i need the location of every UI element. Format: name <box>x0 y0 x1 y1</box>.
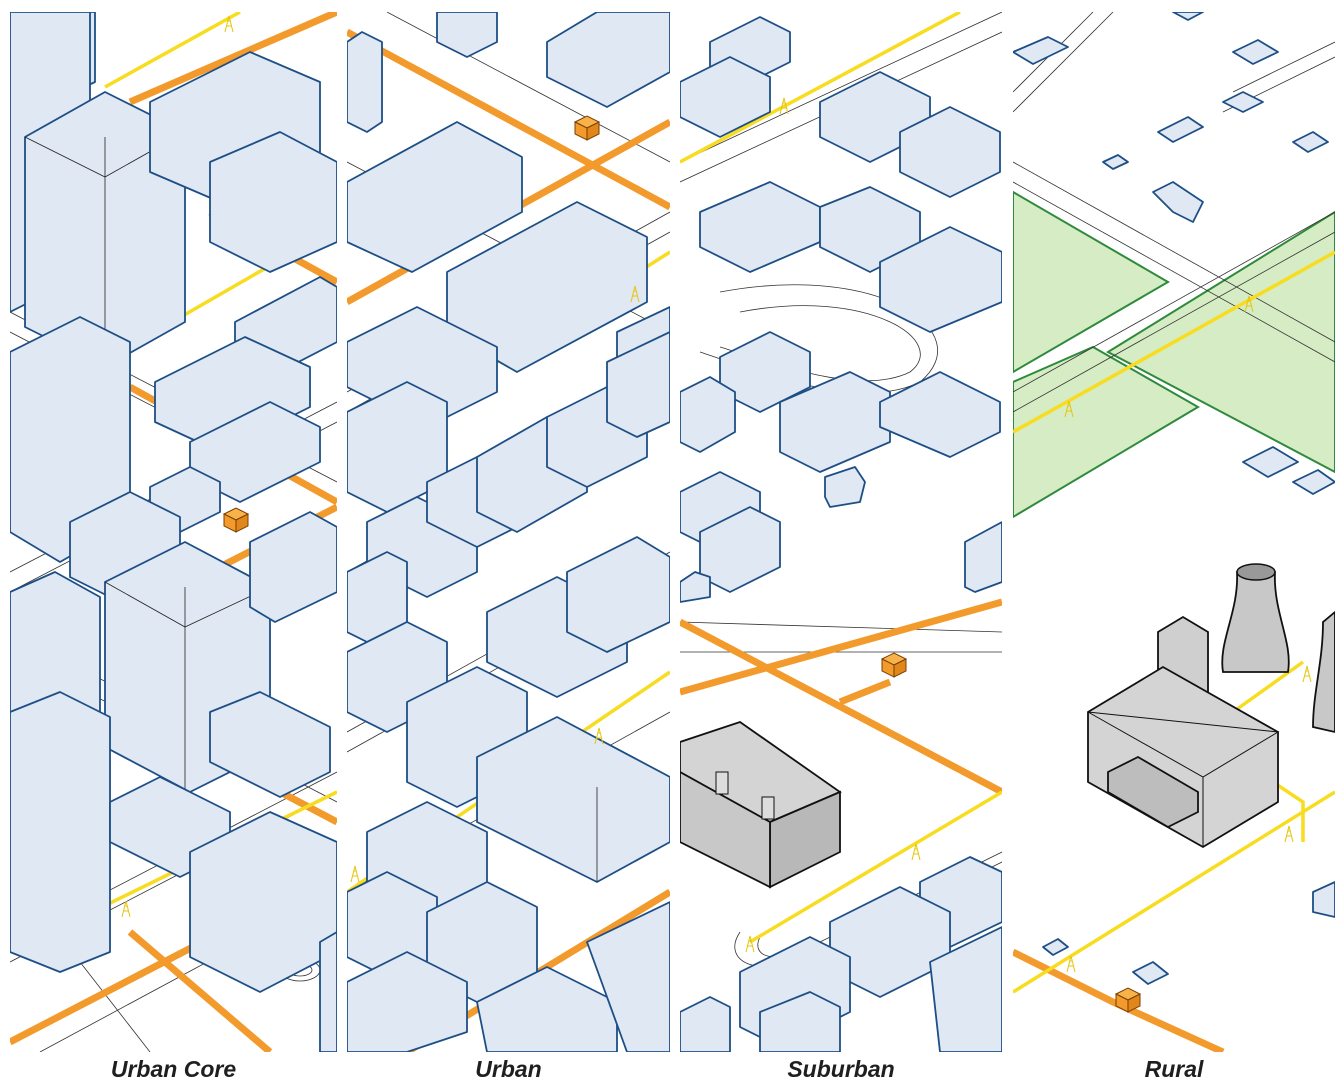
urban-core-panel <box>10 12 337 1052</box>
buildings <box>680 16 1002 1052</box>
transmission-tower-icon <box>1302 665 1312 683</box>
urban-core-illustration <box>10 12 337 1052</box>
farm-fields <box>1013 190 1335 519</box>
rural-panel <box>1013 12 1335 1052</box>
urban-label: Urban <box>475 1056 542 1082</box>
distribution-lines <box>680 598 1002 796</box>
urban-panel <box>347 12 670 1052</box>
rural-illustration <box>1013 12 1335 1052</box>
substation-box-icon <box>881 652 907 678</box>
distribution-lines <box>1013 948 1225 1052</box>
cooling-tower-icon <box>1221 571 1290 673</box>
rural-label: Rural <box>1144 1056 1204 1082</box>
substation-box-icon <box>574 115 600 141</box>
buildings <box>347 12 670 1052</box>
cooling-tower-icon <box>1312 610 1335 733</box>
buildings <box>10 12 337 1052</box>
transmission-tower-icon <box>1284 825 1294 843</box>
power-substation-building <box>680 721 842 889</box>
outbuildings <box>1013 12 1335 985</box>
substation-box-icon <box>223 507 249 533</box>
urban-core-label: Urban Core <box>110 1056 237 1082</box>
transmission-lines <box>1013 250 1335 994</box>
transmission-lines <box>680 12 1002 944</box>
transmission-tower-icon <box>350 865 360 883</box>
suburban-illustration <box>680 12 1002 1052</box>
urban-illustration <box>347 12 670 1052</box>
suburban-label: Suburban <box>787 1056 895 1082</box>
suburban-panel <box>680 12 1002 1052</box>
power-plant <box>1087 563 1335 849</box>
